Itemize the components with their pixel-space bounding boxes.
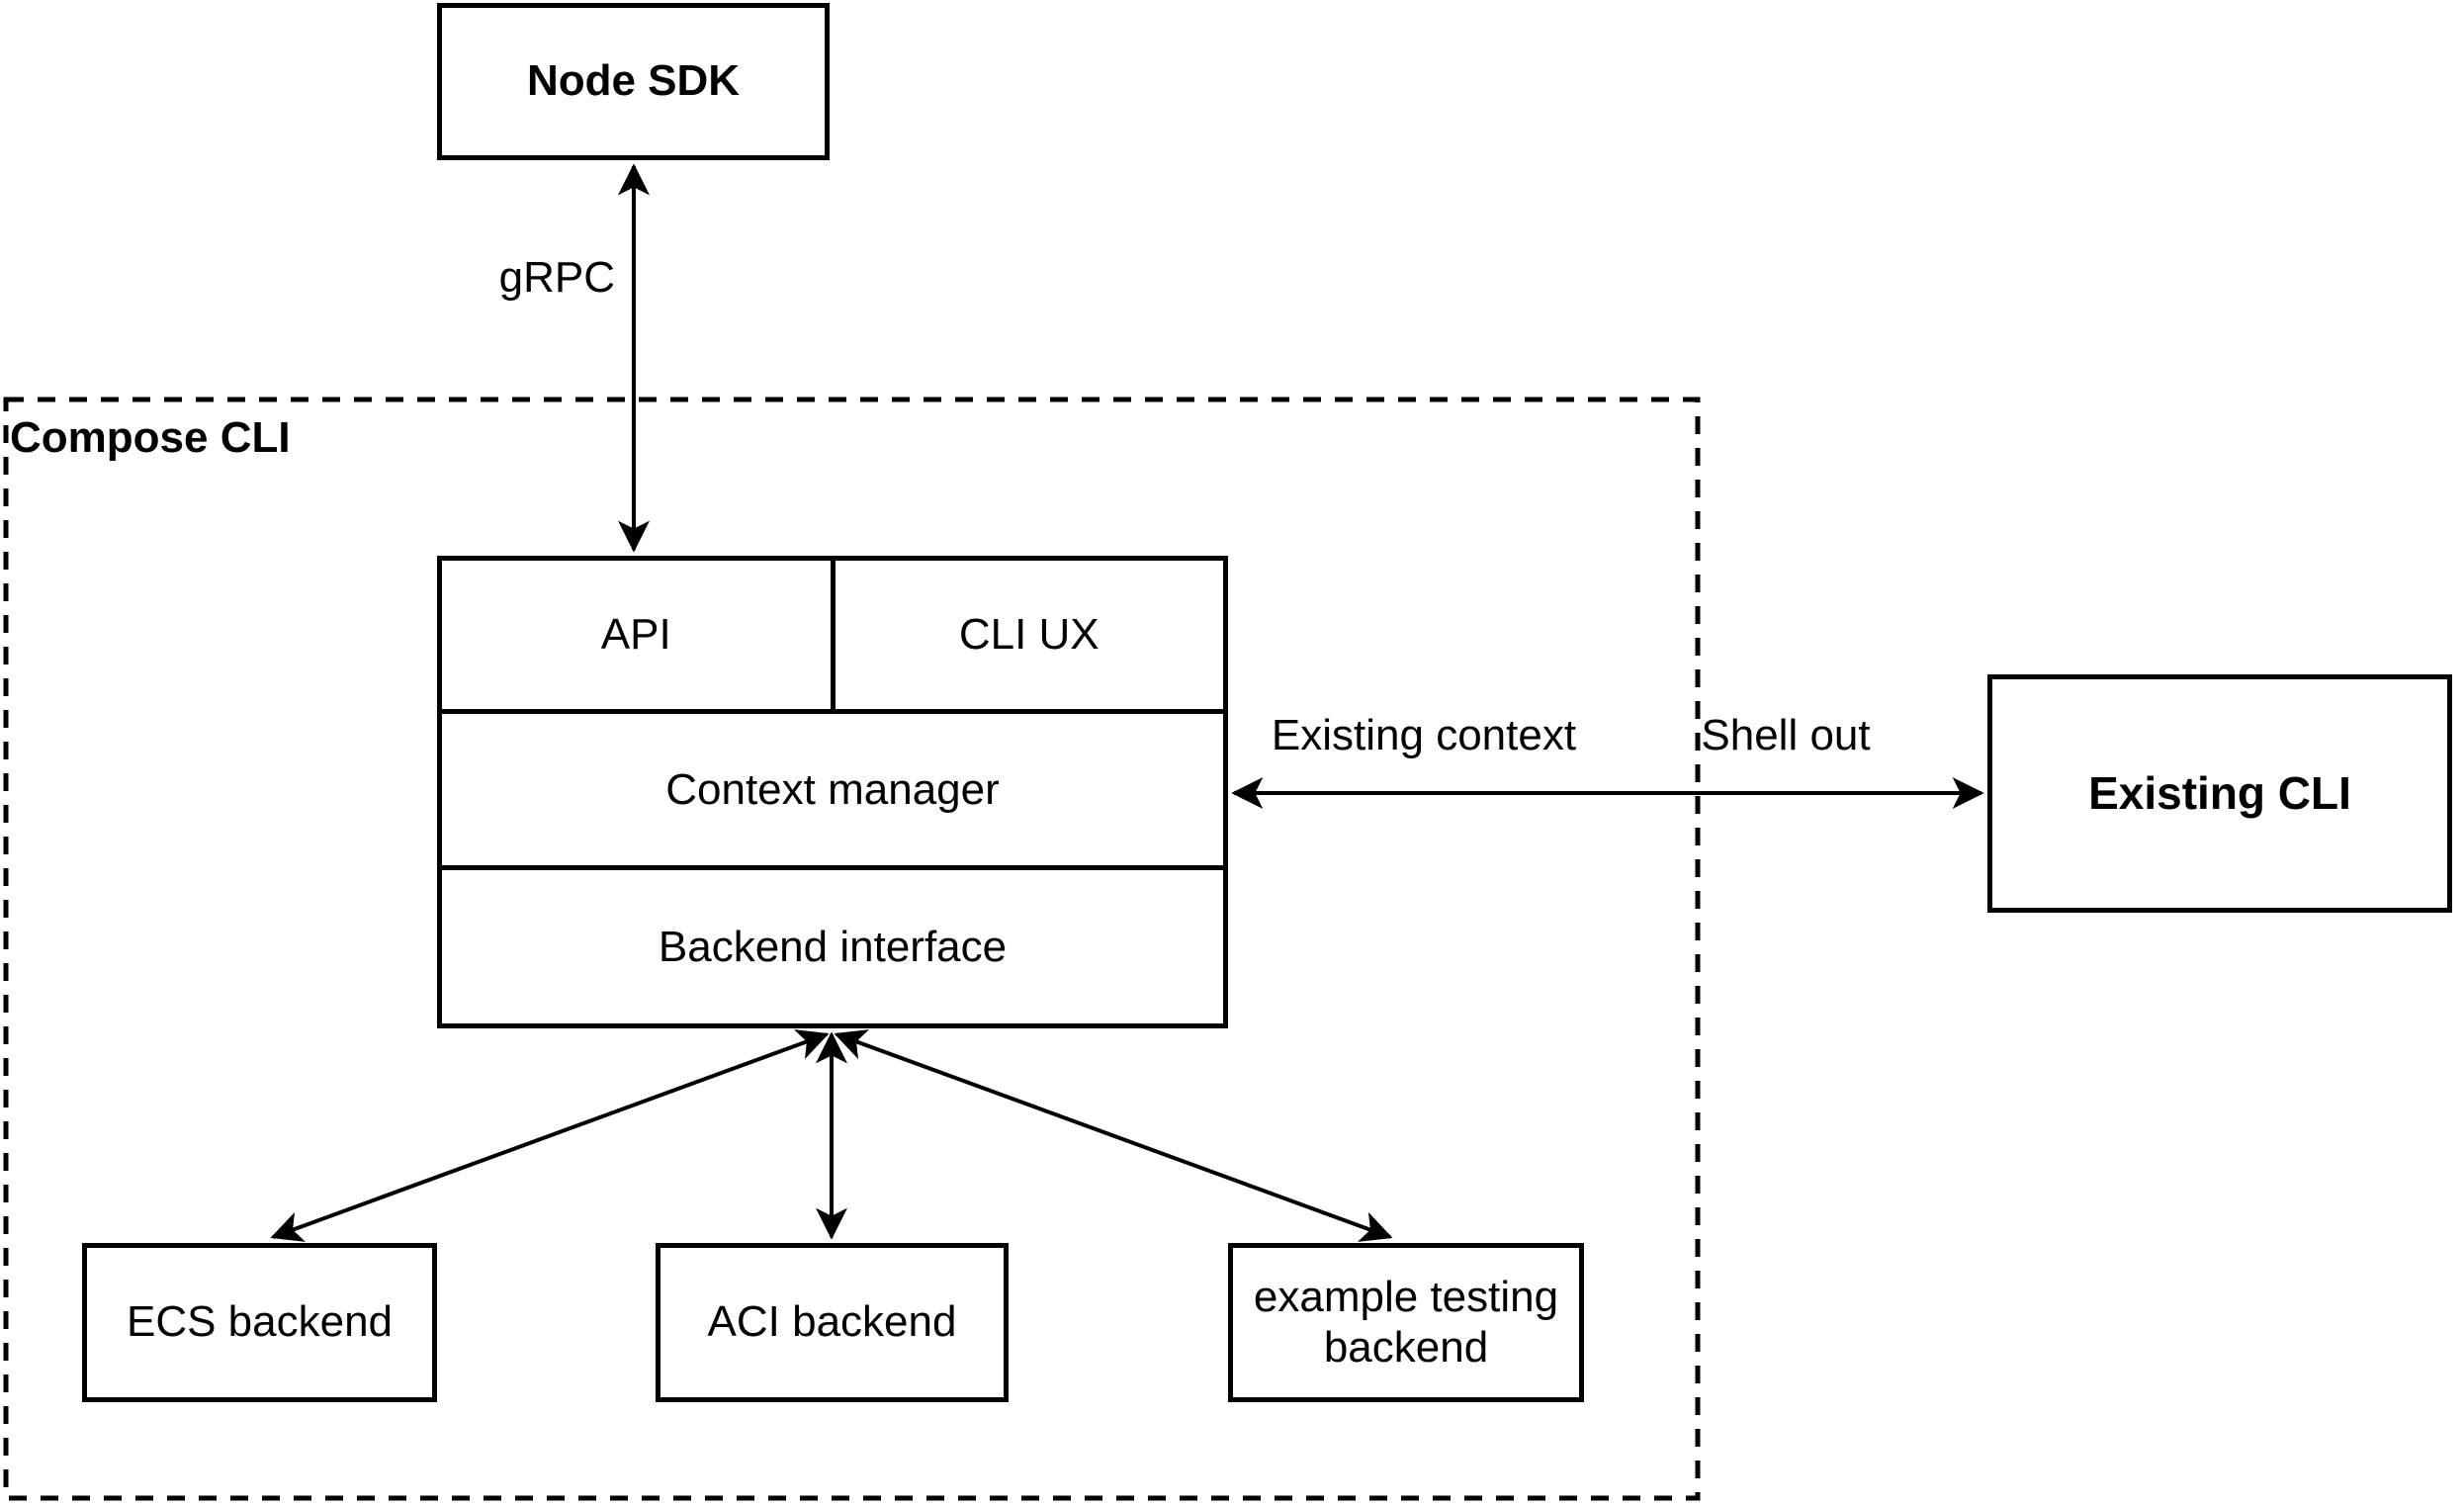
shell-out-edge-label: Shell out [1701, 711, 1871, 759]
example-testing-backend-label: example testing backend [1253, 1272, 1559, 1372]
ecs-backend-box: ECS backend [82, 1243, 437, 1402]
existing-cli-label: Existing CLI [2088, 767, 2351, 820]
node-sdk-box: Node SDK [437, 3, 830, 160]
backend-interface-cell: Backend interface [442, 870, 1223, 1023]
existing-cli-box: Existing CLI [1987, 674, 2452, 913]
api-label: API [600, 610, 671, 659]
grpc-edge-label: gRPC [498, 253, 615, 302]
aci-backend-label: ACI backend [707, 1297, 957, 1347]
api-cell: API [442, 561, 836, 709]
ecs-backend-label: ECS backend [126, 1297, 394, 1347]
example-testing-backend-box: example testing backend [1228, 1243, 1584, 1402]
backend-to-ecs-arrow [270, 1029, 830, 1242]
backend-interface-label: Backend interface [658, 922, 1008, 971]
cli-ux-label: CLI UX [958, 610, 1100, 659]
node-sdk-label: Node SDK [526, 56, 741, 106]
backend-to-example-arrow [834, 1029, 1393, 1242]
compose-cli-container-label: Compose CLI [10, 413, 291, 462]
cli-ux-cell: CLI UX [836, 561, 1224, 709]
aci-backend-box: ACI backend [656, 1243, 1009, 1402]
cli-stack-box: API CLI UX Context manager Backend inter… [437, 556, 1228, 1028]
existing-context-edge-label: Existing context [1271, 711, 1577, 759]
cli-stack-top-row: API CLI UX [442, 561, 1223, 714]
context-manager-label: Context manager [665, 764, 1000, 814]
context-manager-cell: Context manager [442, 714, 1223, 870]
